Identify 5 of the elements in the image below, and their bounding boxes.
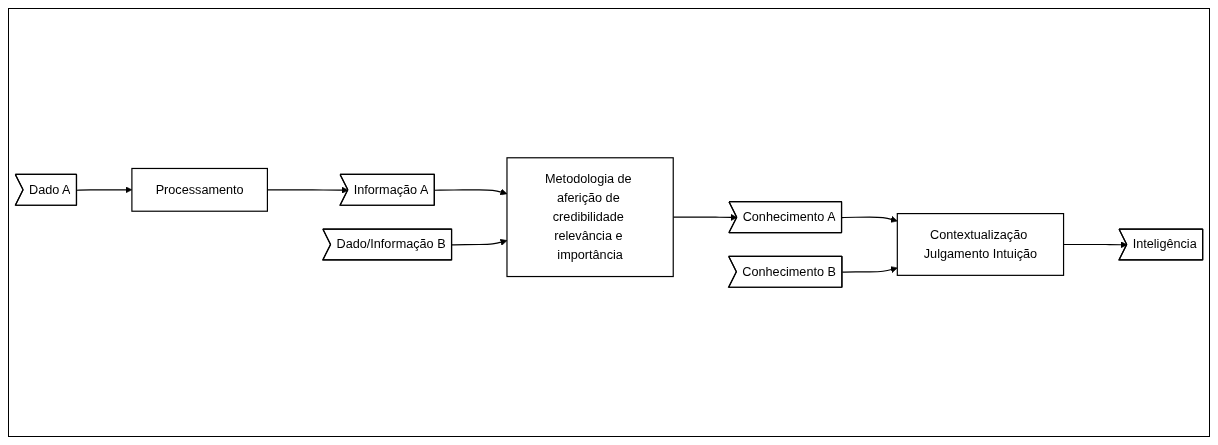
node-box: Contextualização Julgamento Intuição (896, 213, 1065, 276)
arrow (841, 216, 898, 223)
arrow (841, 266, 898, 273)
node-box: Processamento (131, 167, 268, 212)
node-box: Metodologia de aferição de credibilidade relevância e importância (506, 157, 674, 278)
